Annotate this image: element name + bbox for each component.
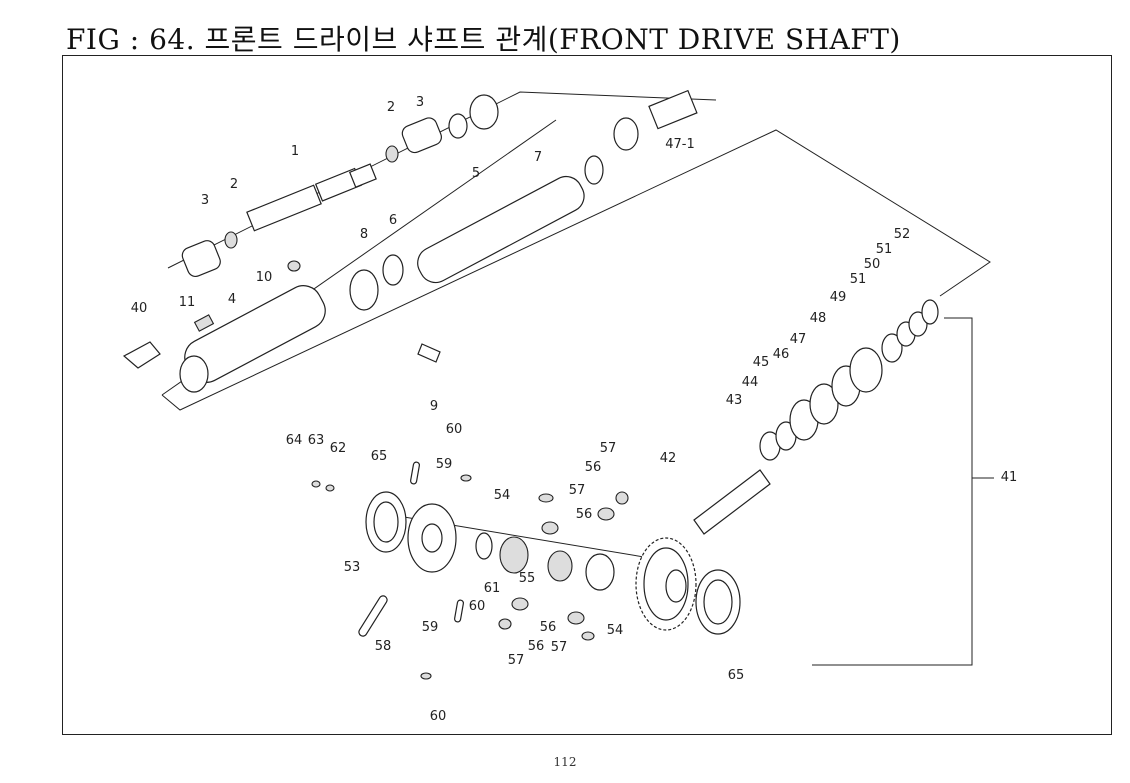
- callout-l42: 42: [660, 451, 677, 466]
- callout-l6: 6: [389, 213, 397, 228]
- callout-l41: 41: [1001, 470, 1018, 485]
- callout-l50: 50: [864, 257, 881, 272]
- callout-l57b: 57: [569, 483, 586, 498]
- page-title: FIG : 64. 프론트 드라이브 샤프트 관계(FRONT DRIVE SH…: [66, 23, 901, 56]
- callout-l48: 48: [810, 311, 827, 326]
- callout-l7: 7: [534, 150, 542, 165]
- callout-l54b: 54: [607, 623, 624, 638]
- callout-l57c: 57: [551, 640, 568, 655]
- callout-l51a: 51: [876, 242, 893, 257]
- page-number: 112: [553, 755, 577, 769]
- callout-l60a: 60: [446, 422, 463, 437]
- callout-l65a: 65: [371, 449, 388, 464]
- callout-l60b: 60: [469, 599, 486, 614]
- callout-l62: 62: [330, 441, 347, 456]
- upper-shaft-assembly: [181, 89, 698, 278]
- callout-l45: 45: [753, 355, 770, 370]
- callout-l47_1: 47-1: [665, 137, 695, 152]
- callout-l47: 47: [790, 332, 807, 347]
- callout-l52: 52: [894, 227, 911, 242]
- callout-l63: 63: [308, 433, 325, 448]
- callout-l59b: 59: [422, 620, 439, 635]
- callout-l56d: 56: [528, 639, 545, 654]
- callout-l64: 64: [286, 433, 303, 448]
- callout-l58: 58: [375, 639, 392, 654]
- callout-l56c: 56: [540, 620, 557, 635]
- callout-l43: 43: [726, 393, 743, 408]
- callout-l55: 55: [519, 571, 536, 586]
- callout-l10: 10: [256, 270, 273, 285]
- callout-l2b: 2: [230, 177, 238, 192]
- callout-l56b: 56: [576, 507, 593, 522]
- callout-l57a: 57: [600, 441, 617, 456]
- differential-assembly: [311, 461, 629, 680]
- callout-l59a: 59: [436, 457, 453, 472]
- callout-l53: 53: [344, 560, 361, 575]
- ring-pinion-assembly: [635, 299, 939, 635]
- callout-l46: 46: [773, 347, 790, 362]
- callout-l40: 40: [131, 301, 148, 316]
- callout-l51b: 51: [850, 272, 867, 287]
- callout-l61: 61: [484, 581, 501, 596]
- callout-l2a: 2: [387, 100, 395, 115]
- callout-l8: 8: [360, 227, 368, 242]
- diagram-frame: [62, 55, 1112, 735]
- callout-l49: 49: [830, 290, 847, 305]
- callout-l4: 4: [228, 292, 236, 307]
- callout-l3b: 3: [201, 193, 209, 208]
- callout-l54a: 54: [494, 488, 511, 503]
- callout-l65b: 65: [728, 668, 745, 683]
- callout-l44: 44: [742, 375, 759, 390]
- callout-l57d: 57: [508, 653, 525, 668]
- callout-l56a: 56: [585, 460, 602, 475]
- callout-l60c: 60: [430, 709, 447, 724]
- callout-l11: 11: [179, 295, 196, 310]
- callout-l9: 9: [430, 399, 438, 414]
- callout-l5: 5: [472, 166, 480, 181]
- callout-l1: 1: [291, 144, 299, 159]
- drive-tube-assembly: [122, 155, 604, 393]
- callout-l3a: 3: [416, 95, 424, 110]
